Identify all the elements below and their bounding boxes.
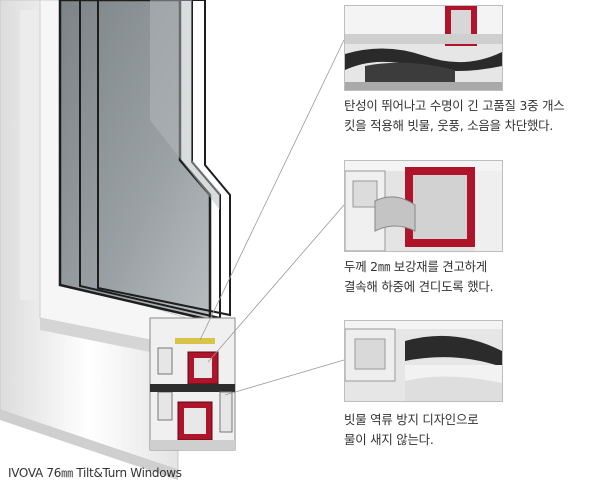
caption-line: 두께 2㎜ 보강재를 견고하게	[344, 259, 488, 274]
caption-line: 킷을 적용해 빗물, 웃풍, 소음을 차단했다.	[344, 118, 554, 133]
anti-backflow-detail-image	[344, 320, 503, 402]
gasket-detail-image	[344, 5, 503, 91]
product-label: IVOVA 76㎜ Tilt&Turn Windows	[8, 466, 182, 480]
caption-line: 물이 새지 않는다.	[344, 432, 434, 447]
triple-glass-panes	[58, 0, 231, 322]
caption-line: 빗물 역류 방지 디자인으로	[344, 412, 479, 427]
leader-lines	[199, 39, 345, 396]
gasket-feature-caption: 탄성이 뛰어나고 수명이 긴 고품질 3중 개스 킷을 적용해 빗물, 웃풍, …	[344, 96, 600, 136]
reinforcement-feature-caption: 두께 2㎜ 보강재를 견고하게 결속해 하중에 견디도록 했다.	[344, 257, 600, 297]
caption-line: 탄성이 뛰어나고 수명이 긴 고품질 3중 개스	[344, 98, 565, 113]
reinforcement-detail-image	[344, 160, 503, 252]
anti-backflow-feature-caption: 빗물 역류 방지 디자인으로 물이 새지 않는다.	[344, 410, 600, 450]
caption-line: 결속해 하중에 견디도록 했다.	[344, 279, 494, 294]
profile-cross-section	[149, 317, 236, 451]
